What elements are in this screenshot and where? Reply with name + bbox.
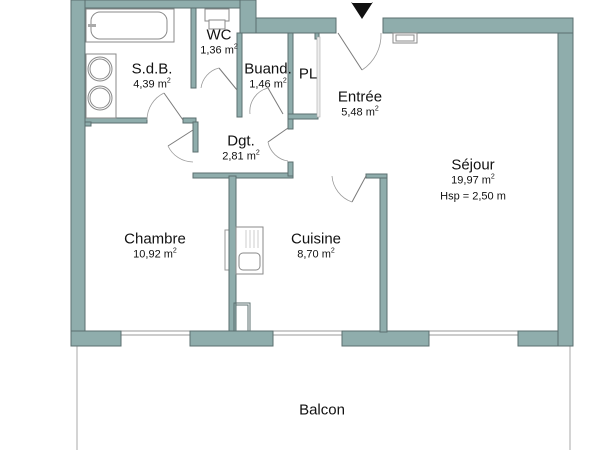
room-label-chambre: Chambre 10,92 m2 <box>124 231 186 262</box>
doors <box>146 32 382 203</box>
room-name: Cuisine <box>290 230 342 248</box>
room-label-wc: WC 1,36 m2 <box>200 27 238 58</box>
room-label-balcon: Balcon <box>299 401 345 418</box>
room-name: Buand. <box>244 60 292 78</box>
room-name: Chambre <box>124 230 186 248</box>
room-name: Entrée <box>337 88 383 106</box>
ceiling-height: Hsp = 2,50 m <box>440 190 506 203</box>
room-name: Séjour <box>451 156 495 174</box>
room-label-sdb: S.d.B. 4,39 m2 <box>132 61 173 92</box>
room-area: 10,92 m2 <box>133 247 177 261</box>
room-name: Dgt. <box>227 132 255 150</box>
room-label-cuisine: Cuisine 8,70 m2 <box>291 231 341 262</box>
balcony-outline <box>76 346 571 450</box>
room-area: 2,81 m2 <box>222 149 260 163</box>
exterior-walls <box>70 0 574 347</box>
room-area: 8,70 m2 <box>297 247 335 261</box>
fixtures <box>85 8 418 275</box>
room-label-entree: Entrée 5,48 m2 <box>338 89 382 120</box>
room-label-sejour: Séjour 19,97 m2 Hsp = 2,50 m <box>440 157 506 204</box>
room-area: 5,48 m2 <box>341 105 379 119</box>
room-area: 1,46 m2 <box>249 77 287 91</box>
room-name: PL <box>298 65 318 83</box>
room-label-degagement: Dgt. 2,81 m2 <box>222 133 260 164</box>
room-name: S.d.B. <box>131 60 173 78</box>
room-label-buanderie: Buand. 1,46 m2 <box>244 61 292 92</box>
room-label-placard: PL <box>299 65 317 82</box>
room-name: WC <box>206 26 232 44</box>
room-name: Balcon <box>299 401 345 419</box>
room-area: 1,36 m2 <box>200 43 238 57</box>
room-area: 4,39 m2 <box>133 77 171 91</box>
room-area: 19,97 m2 <box>451 173 495 187</box>
